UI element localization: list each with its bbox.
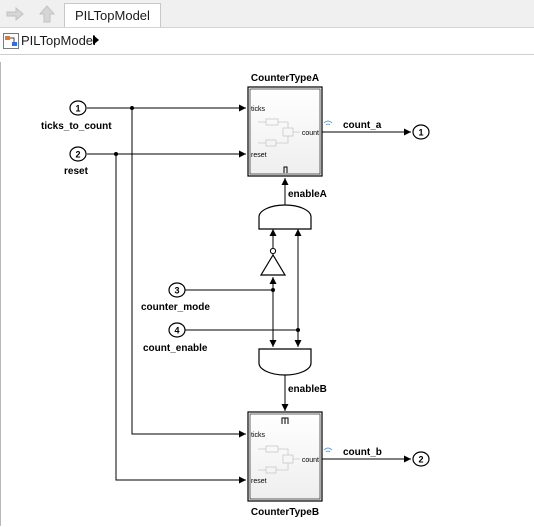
inport-4[interactable]: 4 xyxy=(168,322,186,338)
branch-point xyxy=(114,152,118,156)
block-a-port-count: count xyxy=(302,130,319,137)
block-a-title: CounterTypeA xyxy=(251,73,319,84)
signal-log-icon xyxy=(323,120,333,126)
and-gate-b[interactable] xyxy=(258,348,312,376)
signal-label-enable-b: enableB xyxy=(288,384,327,395)
svg-text:4: 4 xyxy=(174,326,179,336)
canvas-border xyxy=(0,62,533,526)
block-a-port-ticks: ticks xyxy=(251,106,266,113)
outport-1[interactable]: 1 xyxy=(412,124,430,140)
trigger-icon xyxy=(283,166,288,173)
block-b-port-reset: reset xyxy=(251,478,267,485)
counter-type-b-block[interactable] xyxy=(247,411,333,502)
toolbar: PILTopModel xyxy=(0,0,534,28)
svg-text:1: 1 xyxy=(418,128,423,138)
inport-2[interactable]: 2 xyxy=(69,146,87,162)
signal-label-count-b: count_b xyxy=(343,447,382,458)
signal-reset-b[interactable] xyxy=(115,154,246,484)
signal-log-icon xyxy=(323,447,333,453)
breadcrumb: PILTopModel xyxy=(0,28,534,55)
breadcrumb-arrow-icon[interactable] xyxy=(93,35,99,45)
arrow-right-icon xyxy=(6,7,24,21)
signal-label-count-a: count_a xyxy=(343,120,382,131)
subsystem-preview-icon xyxy=(258,118,300,147)
inport-3-label: counter_mode xyxy=(141,302,210,313)
inport-3[interactable]: 3 xyxy=(168,282,186,298)
breadcrumb-model[interactable]: PILTopModel xyxy=(21,33,96,48)
branch-point xyxy=(130,106,134,110)
block-b-title: CounterTypeB xyxy=(251,507,319,518)
simulink-model-icon xyxy=(3,33,19,49)
inport-2-label: reset xyxy=(64,166,89,177)
svg-text:3: 3 xyxy=(174,286,179,296)
arrow-up-icon xyxy=(39,5,55,23)
and-gate-a[interactable] xyxy=(258,204,312,230)
block-b-port-ticks: ticks xyxy=(251,432,266,439)
back-button[interactable] xyxy=(4,4,26,24)
svg-text:2: 2 xyxy=(75,150,80,160)
counter-type-a-block[interactable] xyxy=(247,86,333,177)
inport-1-label: ticks_to_count xyxy=(41,121,112,132)
up-button[interactable] xyxy=(36,4,58,24)
not-gate[interactable] xyxy=(259,247,287,276)
subsystem-preview-icon xyxy=(258,445,300,474)
inport-1[interactable]: 1 xyxy=(69,100,87,116)
block-b-port-count: count xyxy=(302,457,319,464)
model-canvas[interactable]: 1 ticks_to_count 2 reset 3 counter_mode … xyxy=(0,55,534,527)
trigger-icon xyxy=(281,417,289,424)
svg-text:1: 1 xyxy=(75,104,80,114)
signal-ticks-b[interactable] xyxy=(131,108,246,438)
outport-2[interactable]: 2 xyxy=(412,451,430,467)
tab-piltopmodel[interactable]: PILTopModel xyxy=(64,3,161,27)
svg-text:2: 2 xyxy=(418,455,423,465)
signal-label-enable-a: enableA xyxy=(288,189,327,200)
block-a-port-reset: reset xyxy=(251,152,267,159)
inport-4-label: count_enable xyxy=(143,343,208,354)
